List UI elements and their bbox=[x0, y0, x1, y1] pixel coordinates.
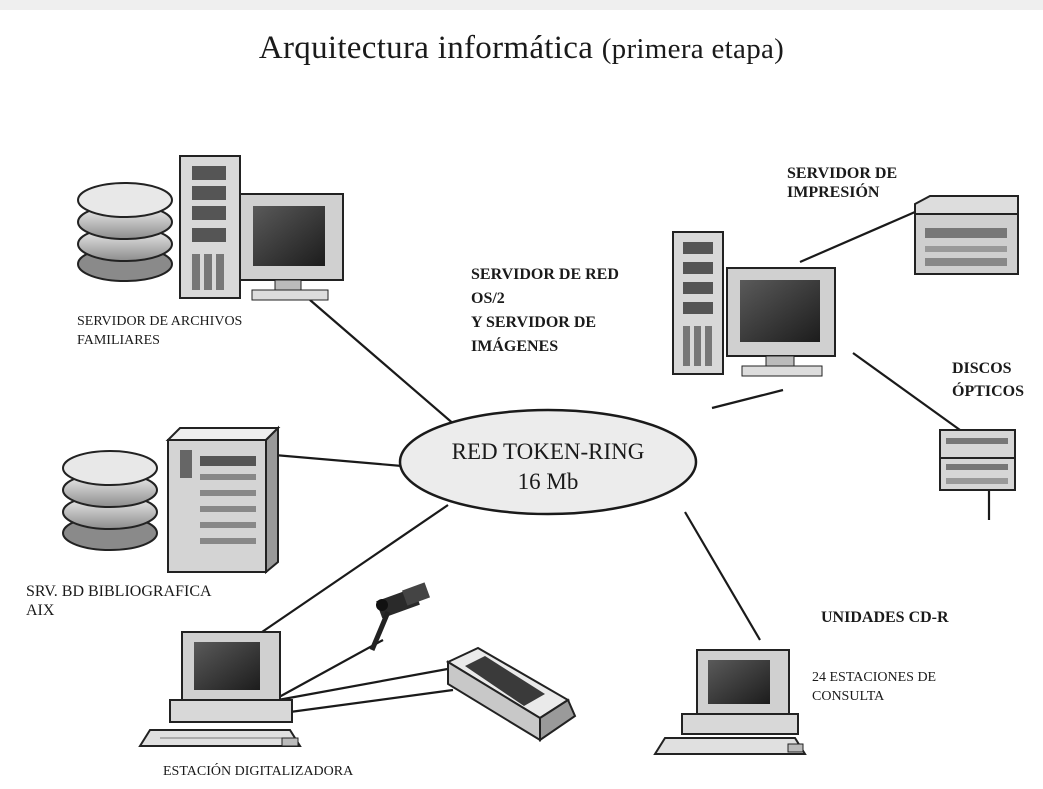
consult-workstation-icon bbox=[653, 649, 807, 755]
tower-icon bbox=[179, 155, 241, 299]
network-server-icon bbox=[672, 231, 836, 377]
link-scanner-b bbox=[289, 688, 454, 714]
label-optical-disks: DISCOS ÓPTICOS bbox=[952, 360, 1025, 400]
db-server-icon bbox=[62, 425, 281, 575]
file-server-icon bbox=[77, 155, 344, 301]
printer-icon bbox=[914, 195, 1019, 275]
link-optical-disks bbox=[852, 352, 961, 431]
label-db-server: SRV. BD BIBLIOGRAFICA AIX bbox=[26, 583, 212, 619]
diagram-title: Arquitectura informática (primera etapa) bbox=[0, 30, 1043, 67]
label-print-server: SERVIDOR DE IMPRESIÓN bbox=[787, 165, 898, 201]
monitor-icon bbox=[239, 193, 344, 301]
token-ring bbox=[398, 408, 698, 516]
link-camera bbox=[269, 639, 384, 703]
link-consult-stations bbox=[684, 511, 761, 641]
disk-stack-icon bbox=[62, 450, 158, 551]
label-cdr-units: UNIDADES CD-R bbox=[821, 609, 949, 626]
label-file-server: SERVIDOR DE ARCHIVOS FAMILIARES bbox=[77, 314, 243, 348]
optical-disk-unit-icon bbox=[939, 429, 1016, 491]
digitizing-workstation-icon bbox=[138, 631, 302, 747]
label-network-server: SERVIDOR DE RED OS/2 Y SERVIDOR DE IMÁGE… bbox=[471, 266, 619, 355]
token-ring-label: RED TOKEN-RING 16 Mb bbox=[418, 437, 678, 497]
link-scanner-a bbox=[277, 666, 454, 702]
disk-stack-icon bbox=[77, 182, 173, 282]
ring-line-1: RED TOKEN-RING bbox=[451, 439, 645, 464]
monitor-icon bbox=[726, 267, 836, 377]
tower-icon bbox=[672, 231, 724, 375]
title-main: Arquitectura informática bbox=[258, 30, 594, 66]
title-sub: (primera etapa) bbox=[601, 33, 785, 65]
label-consult-stations: 24 ESTACIONES DE CONSULTA bbox=[812, 670, 937, 704]
tower-icon bbox=[165, 425, 281, 575]
ring-line-2: 16 Mb bbox=[517, 469, 579, 494]
link-network-server bbox=[711, 388, 784, 410]
top-bar bbox=[0, 0, 1043, 10]
link-file-server bbox=[309, 299, 464, 433]
connection-lines bbox=[239, 210, 991, 714]
link-digitizing-station bbox=[261, 504, 449, 633]
link-print-server bbox=[799, 210, 916, 264]
label-digitizing-station: ESTACIÓN DIGITALIZADORA bbox=[163, 764, 354, 779]
video-camera-icon bbox=[369, 582, 431, 651]
scanner-icon bbox=[445, 646, 577, 742]
